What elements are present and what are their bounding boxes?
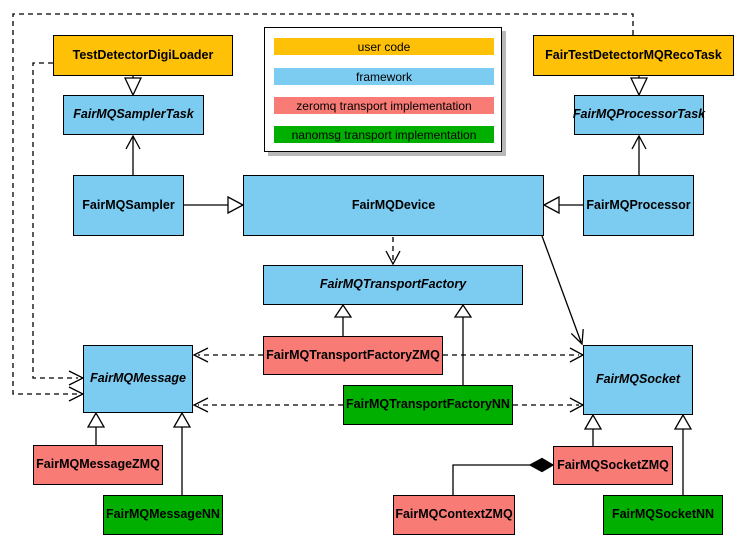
node-fairmq-message-zmq: FairMQMessageZMQ [33, 445, 163, 485]
edge-sampler-to-samplertask [125, 134, 141, 175]
edge-inherit-messagezmq-message [86, 411, 106, 445]
edge-inherit-socketzmq-socket [583, 413, 603, 446]
edge-device-to-socket [541, 235, 584, 346]
node-fairmq-device: FairMQDevice [243, 175, 544, 236]
node-fairmq-processor-task: FairMQProcessorTask [573, 95, 705, 135]
edge-processor-to-processortask [631, 134, 647, 175]
node-fairmq-processor: FairMQProcessor [583, 175, 694, 236]
legend-item-zeromq: zeromq transport implementation [274, 97, 494, 114]
legend-box: user code framework zeromq transport imp… [264, 27, 502, 152]
node-fairmq-message: FairMQMessage [83, 345, 193, 413]
legend-item-user-code: user code [274, 38, 494, 55]
edge-inherit-sampler-device [184, 195, 245, 215]
node-fairmq-socket-zmq: FairMQSocketZMQ [553, 446, 673, 485]
legend-item-nanomsg: nanomsg transport implementation [274, 126, 494, 143]
edge-dep-device-factory [385, 237, 401, 266]
node-fairmq-context-zmq: FairMQContextZMQ [393, 495, 515, 535]
edge-inherit-factorynn-factory [453, 303, 473, 385]
node-fairmq-transport-factory: FairMQTransportFactory [263, 265, 523, 305]
edge-dep-factorynn-message [192, 397, 343, 413]
edge-inherit-socketnn-socket [673, 413, 693, 495]
node-test-detector-digi-loader: TestDetectorDigiLoader [53, 35, 233, 76]
node-fairmq-socket: FairMQSocket [583, 345, 693, 415]
node-fairmq-socket-nn: FairMQSocketNN [603, 495, 723, 535]
edge-inherit-processor-device [542, 195, 583, 215]
node-fairmq-sampler: FairMQSampler [73, 175, 184, 236]
edge-inherit-factoryzmq-factory [333, 303, 353, 336]
node-fairmq-message-nn: FairMQMessageNN [103, 495, 223, 535]
edge-inherit-tdl-samplertask [123, 76, 143, 97]
node-fairmq-transport-factory-zmq: FairMQTransportFactoryZMQ [263, 336, 443, 375]
edge-dep-factoryzmq-message [192, 347, 263, 363]
node-fairmq-sampler-task: FairMQSamplerTask [63, 95, 204, 135]
edge-dep-factoryzmq-socket [443, 347, 585, 363]
edge-dep-factorynn-socket [513, 397, 585, 413]
legend-item-framework: framework [274, 68, 494, 85]
edge-inherit-recotask-processortask [629, 76, 649, 97]
edge-composition-contextzmq-socketzmq [452, 457, 555, 495]
node-fairmq-transport-factory-nn: FairMQTransportFactoryNN [343, 385, 513, 425]
edge-inherit-messagenn-message [172, 411, 192, 495]
node-fair-test-detector-mq-reco-task: FairTestDetectorMQRecoTask [533, 35, 734, 76]
